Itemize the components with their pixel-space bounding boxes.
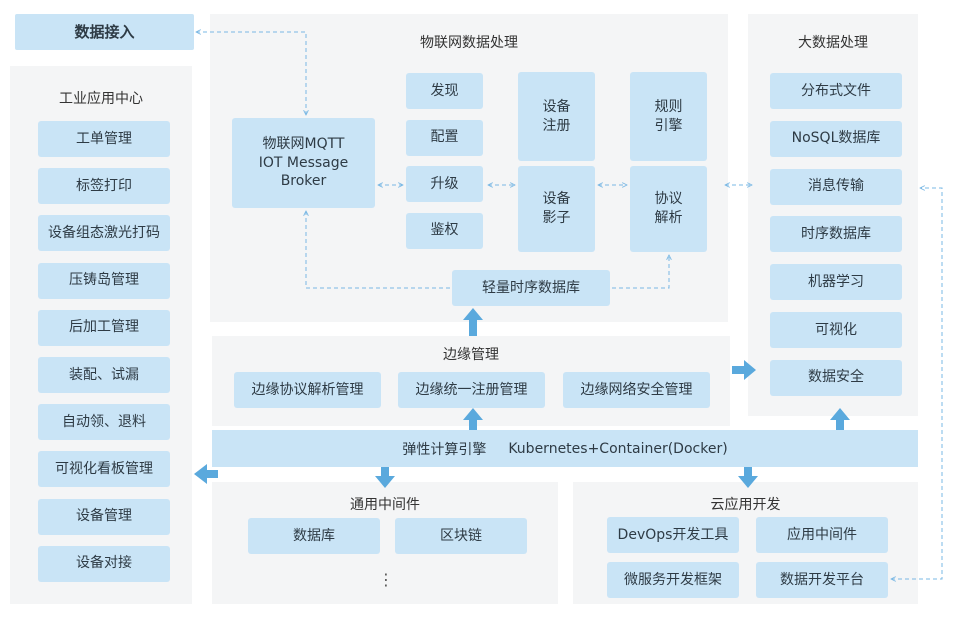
bigdata-title: 大数据处理 xyxy=(798,35,868,51)
industrial-item[interactable]: 装配、试漏 xyxy=(38,357,170,393)
iot-function-item[interactable]: 配置 xyxy=(406,119,483,156)
device-shadow-box[interactable]: 设备 影子 xyxy=(518,166,595,252)
industrial-item[interactable]: 工单管理 xyxy=(38,121,170,157)
industrial-item[interactable]: 压铸岛管理 xyxy=(38,262,170,299)
middleware-item[interactable]: 数据库 xyxy=(248,518,380,554)
mqtt-broker-box[interactable]: 物联网MQTT IOT Message Broker xyxy=(232,118,375,208)
cloud-item[interactable]: 微服务开发框架 xyxy=(607,562,739,598)
middleware-item[interactable]: 区块链 xyxy=(395,518,527,554)
industrial-item[interactable]: 后加工管理 xyxy=(38,309,170,346)
industrial-item[interactable]: 设备对接 xyxy=(38,545,170,582)
iot-function-item[interactable]: 发现 xyxy=(406,73,483,109)
middleware-title: 通用中间件 xyxy=(350,497,420,513)
bigdata-item[interactable]: NoSQL数据库 xyxy=(770,120,902,157)
cloud-item[interactable]: 应用中间件 xyxy=(756,517,888,553)
engine-tech: Kubernetes+Container(Docker) xyxy=(508,440,728,457)
industrial-item[interactable]: 设备组态激光打码 xyxy=(38,215,170,252)
device-register-box[interactable]: 设备 注册 xyxy=(518,72,595,161)
iot-function-item[interactable]: 升级 xyxy=(406,166,483,202)
iot-title: 物联网数据处理 xyxy=(420,35,518,51)
bigdata-item[interactable]: 可视化 xyxy=(770,312,902,348)
tsdb-box[interactable]: 轻量时序数据库 xyxy=(452,270,610,306)
bigdata-item[interactable]: 时序数据库 xyxy=(770,216,902,253)
edge-title: 边缘管理 xyxy=(443,347,499,363)
bigdata-item[interactable]: 数据安全 xyxy=(770,359,902,396)
rule-engine-box[interactable]: 规则 引擎 xyxy=(630,72,707,161)
edge-item[interactable]: 边缘协议解析管理 xyxy=(234,372,381,408)
industrial-item[interactable]: 自动领、退料 xyxy=(38,404,170,441)
protocol-parse-box[interactable]: 协议 解析 xyxy=(630,166,707,252)
bigdata-item[interactable]: 机器学习 xyxy=(770,264,902,301)
more-ellipsis: ⋮ xyxy=(378,570,394,589)
engine-label: 弹性计算引擎 xyxy=(402,441,487,458)
industrial-title: 工业应用中心 xyxy=(59,91,143,107)
industrial-item[interactable]: 设备管理 xyxy=(38,498,170,535)
data-ingest-box[interactable]: 数据接入 xyxy=(15,14,194,50)
iot-function-item[interactable]: 鉴权 xyxy=(406,212,483,249)
bigdata-item[interactable]: 分布式文件 xyxy=(770,73,902,109)
edge-item[interactable]: 边缘网络安全管理 xyxy=(563,372,710,408)
industrial-item[interactable]: 可视化看板管理 xyxy=(38,451,170,488)
cloud-item[interactable]: DevOps开发工具 xyxy=(607,517,739,553)
compute-engine-bar[interactable]: 弹性计算引擎 Kubernetes+Container(Docker) xyxy=(212,430,918,467)
cloud-item[interactable]: 数据开发平台 xyxy=(756,562,888,598)
edge-item[interactable]: 边缘统一注册管理 xyxy=(398,372,545,408)
bigdata-item[interactable]: 消息传输 xyxy=(770,168,902,205)
cloud-title: 云应用开发 xyxy=(710,497,781,513)
industrial-item[interactable]: 标签打印 xyxy=(38,168,170,205)
engine-to-industrial-arrow xyxy=(194,464,218,484)
